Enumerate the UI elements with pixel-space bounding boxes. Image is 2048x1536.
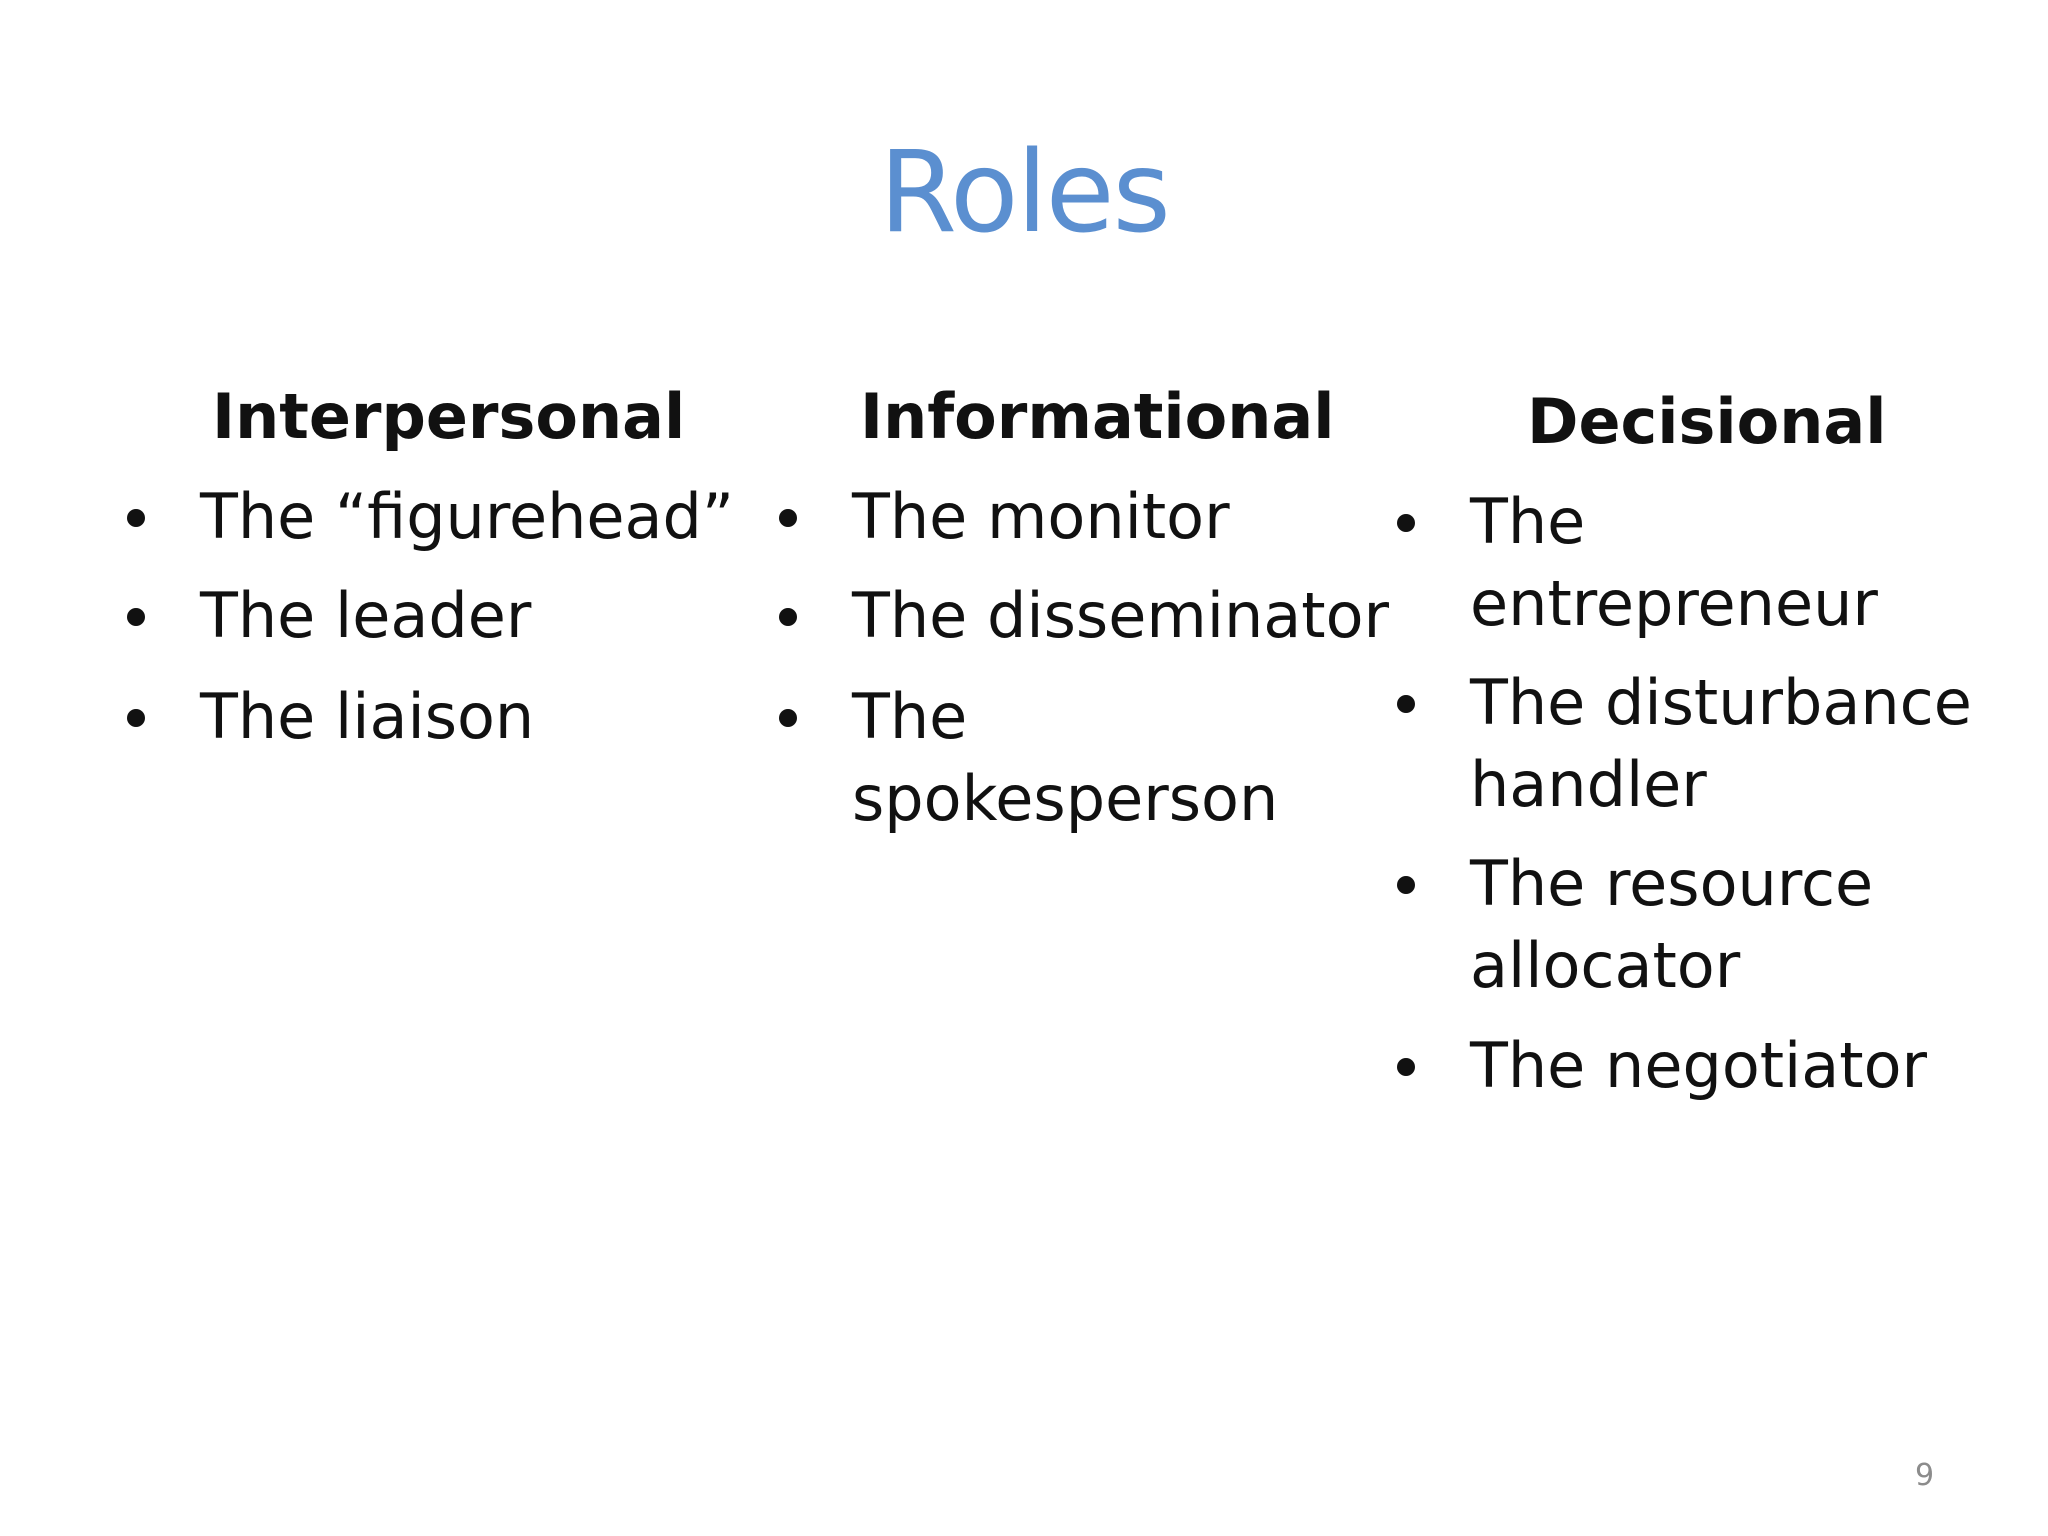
column-heading-interpersonal: Interpersonal [212,380,686,453]
list-item-continuation: spokesperson [852,762,1279,835]
list-item-continuation: entrepreneur [1470,567,1878,640]
bullet-dot [1397,876,1415,894]
bullet-dot [1397,1058,1415,1076]
list-item: The monitor [852,480,1230,553]
slide-title: Roles [879,128,1171,258]
column-heading-decisional: Decisional [1527,385,1887,458]
list-item: The leader [200,579,532,652]
list-item: The disturbance [1470,666,1972,739]
bullet-dot [127,509,145,527]
list-item: The negotiator [1470,1029,1928,1102]
list-item-continuation: allocator [1470,929,1741,1002]
list-item: The resource [1470,847,1874,920]
bullet-dot [1397,514,1415,532]
bullet-dot [779,608,797,626]
list-item: The “figurehead” [200,480,735,553]
list-item: The disseminator [852,579,1389,652]
column-heading-informational: Informational [860,380,1335,453]
bullet-dot [779,509,797,527]
list-item: The [852,680,968,753]
page-number: 9 [1915,1458,1935,1493]
list-item: The liaison [200,680,535,753]
bullet-dot [127,709,145,727]
list-item: The [1470,485,1586,558]
bullet-dot [127,608,145,626]
bullet-dot [779,709,797,727]
bullet-dot [1397,695,1415,713]
list-item-continuation: handler [1470,748,1707,821]
